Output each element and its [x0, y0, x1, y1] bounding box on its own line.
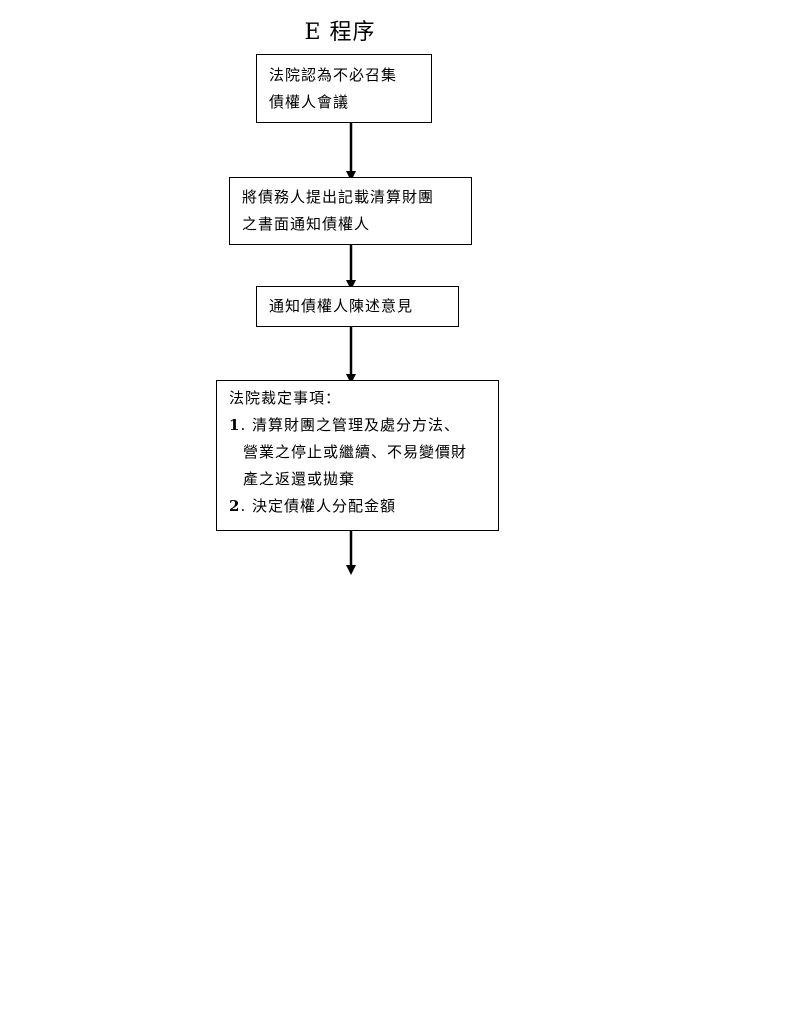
- node-court-ruling-items: 法院裁定事項： 1. 清算財團之管理及處分方法、 營業之停止或繼續、不易變價財 …: [216, 380, 499, 531]
- item-number: 2: [229, 497, 241, 515]
- item-text-line: 決定債權人分配金額: [251, 497, 396, 515]
- item-text-line: 營業之停止或繼續、不易變價財: [243, 443, 468, 461]
- ruling-item-1: 1. 清算財團之管理及處分方法、: [229, 412, 498, 439]
- node-text-line: 之書面通知債權人: [242, 215, 371, 233]
- item-number-dot: .: [240, 416, 252, 434]
- item-number: 1: [229, 416, 241, 434]
- node-text-line: 通知債權人陳述意見: [269, 297, 414, 315]
- node-heading: 法院裁定事項：: [229, 389, 342, 407]
- node-text-line: 債權人會議: [269, 93, 350, 111]
- node-court-no-creditor-meeting: 法院認為不必召集 債權人會議: [256, 54, 432, 123]
- item-number-dot: .: [240, 497, 252, 515]
- item-text-line: 產之返還或拋棄: [243, 470, 356, 488]
- node-text-line: 將債務人提出記載清算財團: [242, 188, 435, 206]
- ruling-item-2: 2. 決定債權人分配金額: [229, 493, 498, 520]
- diagram-title: E 程序: [304, 20, 376, 45]
- node-notify-creditors-of-estate: 將債務人提出記載清算財團 之書面通知債權人: [229, 177, 472, 245]
- node-text-line: 法院認為不必召集: [269, 66, 398, 84]
- node-creditors-state-opinion: 通知債權人陳述意見: [256, 286, 459, 327]
- item-text-line: 清算財團之管理及處分方法、: [251, 416, 460, 434]
